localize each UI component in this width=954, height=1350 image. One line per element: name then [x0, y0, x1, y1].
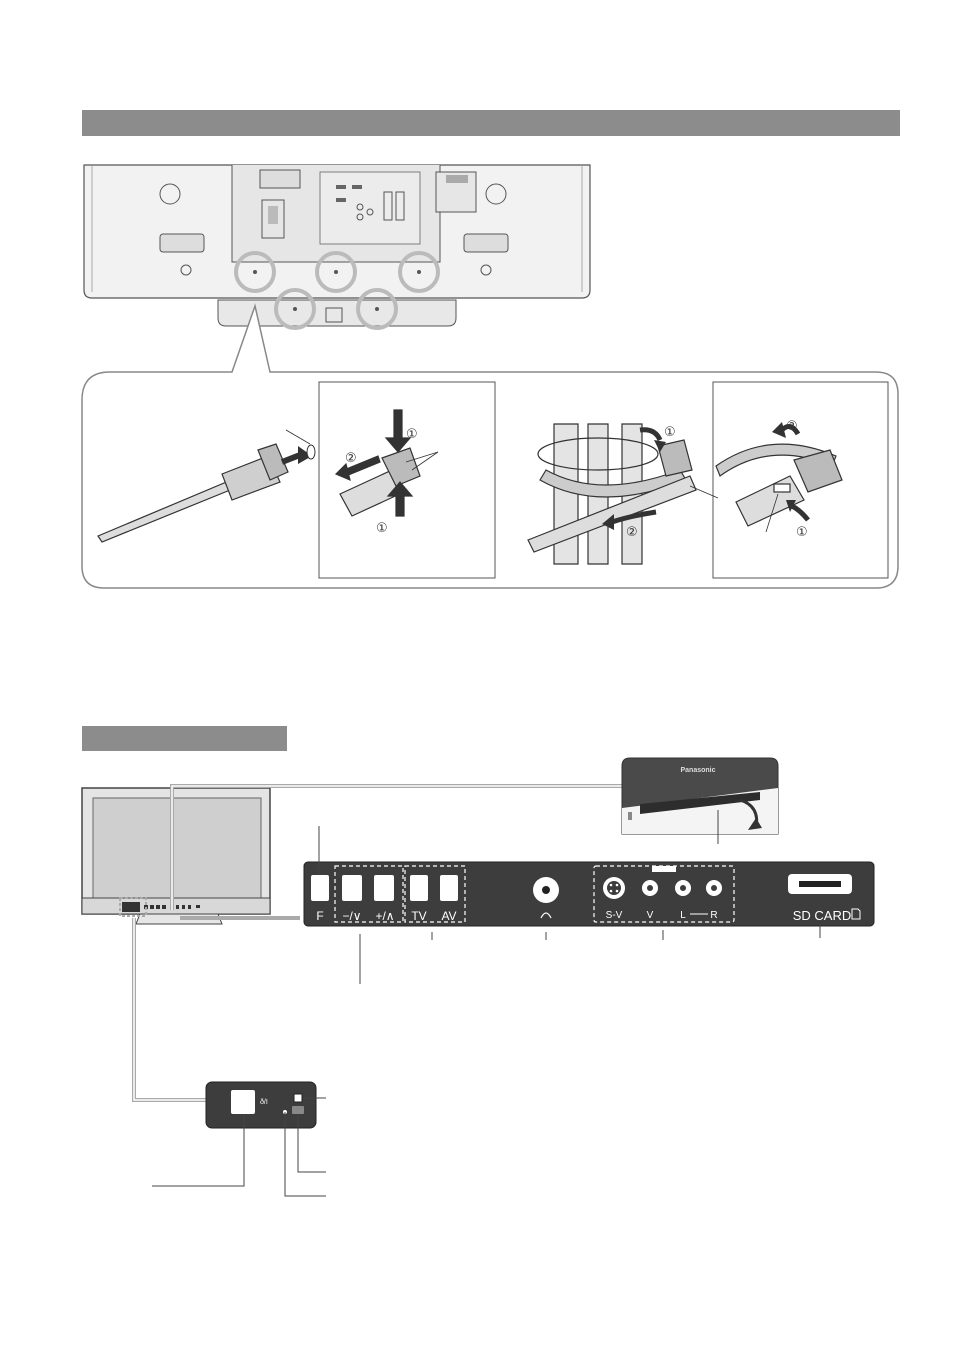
sd-card-label: SD CARD [793, 908, 852, 923]
section-header-bar-top [82, 110, 900, 136]
cable-tie-illustration-1 [97, 443, 289, 543]
power-switch-label: ð/I [260, 1098, 268, 1106]
section-header-bar-bottom [82, 726, 287, 751]
brand-logo: Panasonic [680, 767, 715, 774]
av-button-label: AV [441, 909, 456, 923]
volume-down-label: −/∨ [342, 909, 361, 923]
right-jack-label: R [710, 910, 717, 921]
tv-rear-illustration: ① ② ① ① ② ② ① [81, 164, 899, 589]
step-2-label-a: ② [345, 451, 357, 466]
step-1-label-a: ① [406, 427, 418, 442]
tv-button-label: TV [411, 909, 426, 923]
video-jack-label: V [647, 910, 654, 921]
step-1-label-c: ① [664, 425, 676, 440]
sv-jack-label: S-V [606, 910, 623, 921]
left-jack-label: L [680, 910, 686, 921]
step-1-label-b: ① [376, 521, 388, 536]
volume-up-label: +/∧ [375, 909, 394, 923]
step-2-label-b: ② [626, 525, 638, 540]
function-button-label: F [316, 909, 323, 923]
tv-front-illustration: Panasonic F −/∨ +/∧ TV AV S-V V L R SD C… [81, 757, 875, 1197]
step-1-label-d: ① [796, 525, 808, 540]
step-2-label-c: ② [786, 419, 798, 434]
